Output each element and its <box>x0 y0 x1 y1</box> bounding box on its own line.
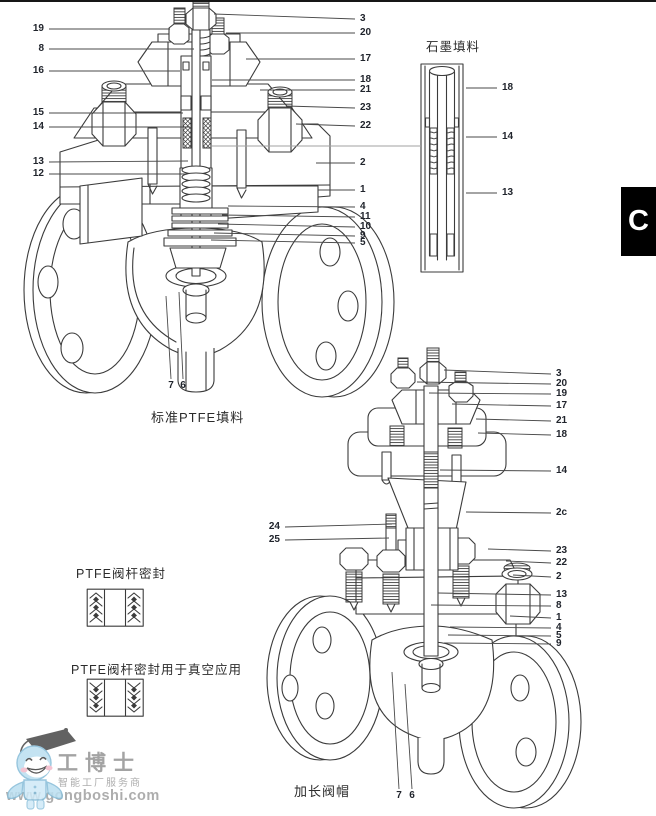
callout-bottom-valve-bottom-6: 6 <box>409 790 415 801</box>
callout-bottom-valve-left-25: 25 <box>268 534 280 545</box>
graphite-column <box>420 63 464 273</box>
callout-bottom-valve-right-20: 20 <box>556 378 568 389</box>
callout-top-valve-right-21: 21 <box>360 84 372 95</box>
callout-top-valve-right-3: 3 <box>360 13 366 24</box>
callout-graphite-inset-13: 13 <box>502 187 514 198</box>
callout-bottom-valve-right-13: 13 <box>556 589 568 600</box>
bottom-valve-left-flange <box>266 595 384 761</box>
callout-bottom-valve-right-2: 2 <box>556 571 562 582</box>
section-tab[interactable]: C <box>621 187 656 256</box>
callout-bottom-valve-bottom-7: 7 <box>396 790 402 801</box>
callout-graphite-inset-18: 18 <box>502 82 514 93</box>
callout-top-valve-left-16: 16 <box>32 65 44 76</box>
page-top-border <box>0 0 656 2</box>
callout-top-valve-left-14: 14 <box>32 121 44 132</box>
callout-bottom-valve-right-8: 8 <box>556 600 562 611</box>
watermark-brand: 工博士 <box>57 750 141 775</box>
top-valve-drawing <box>23 1 395 398</box>
bottom-valve-stem <box>423 385 439 657</box>
callout-top-valve-right-9: 9 <box>360 230 366 241</box>
callout-bottom-valve-right-3: 3 <box>556 368 562 379</box>
callout-bottom-valve-right-9: 9 <box>556 638 562 649</box>
callout-top-valve-left-13: 13 <box>32 156 44 167</box>
callout-graphite-inset-14: 14 <box>502 131 514 142</box>
bottom-valve-drawing <box>266 347 582 809</box>
callout-bottom-valve-right-22: 22 <box>556 557 568 568</box>
callout-top-valve-left-15: 15 <box>32 107 44 118</box>
caption-extended-bonnet: 加长阀帽 <box>294 784 351 799</box>
callout-top-valve-bottom-6: 6 <box>180 380 186 391</box>
callout-top-valve-right-17: 17 <box>360 53 372 64</box>
callout-bottom-valve-right-1: 1 <box>556 612 562 623</box>
callout-top-valve-right-10: 10 <box>360 221 372 232</box>
callout-bottom-valve-right-21: 21 <box>556 415 568 426</box>
callout-top-valve-right-1: 1 <box>360 184 366 195</box>
callout-bottom-valve-right-18: 18 <box>556 429 568 440</box>
ptfe-seal-vacuum-icon <box>86 678 144 717</box>
callout-top-valve-right-11: 11 <box>360 211 371 222</box>
callout-top-valve-left-19: 19 <box>32 23 44 34</box>
callout-top-valve-bottom-7: 7 <box>168 380 174 391</box>
top-valve-right-flange <box>261 206 395 398</box>
watermark-tagline: 智能工厂服务商 <box>58 778 142 789</box>
callout-top-valve-right-4: 4 <box>360 201 366 212</box>
callout-bottom-valve-right-19: 19 <box>556 388 568 399</box>
callout-top-valve-left-8: 8 <box>38 43 44 54</box>
callout-bottom-valve-right-5: 5 <box>556 630 562 641</box>
graphite-packing-drawing <box>420 63 464 273</box>
bottom-valve-body <box>369 625 495 775</box>
callout-top-valve-right-2: 2 <box>360 157 366 168</box>
top-valve-top-studs <box>168 1 230 59</box>
section-tab-label: C <box>628 205 649 237</box>
callout-bottom-valve-right-14: 14 <box>556 465 568 476</box>
callout-top-valve-right-22: 22 <box>360 120 372 131</box>
callout-top-valve-right-20: 20 <box>360 27 372 38</box>
callout-top-valve-left-12: 12 <box>32 168 44 179</box>
callout-bottom-valve-right-2c: 2c <box>556 507 568 518</box>
bottom-valve-top-studs <box>390 347 474 403</box>
mascot-icon <box>7 728 76 810</box>
chevrons-up <box>89 592 141 623</box>
callout-bottom-valve-right-4: 4 <box>556 622 562 633</box>
callout-top-valve-right-5: 5 <box>360 237 366 248</box>
callout-top-valve-right-18: 18 <box>360 74 372 85</box>
caption-ptfe-stem-seal-vacuum: PTFE阀杆密封用于真空应用 <box>71 663 242 677</box>
top-valve-packing <box>163 29 237 277</box>
callout-bottom-valve-right-17: 17 <box>556 400 568 411</box>
ptfe-seal-icon <box>86 588 144 627</box>
bottom-valve-flange-studs <box>339 513 541 625</box>
caption-ptfe-stem-seal: PTFE阀杆密封 <box>76 567 166 581</box>
caption-graphite-packing: 石墨填料 <box>426 40 481 54</box>
callout-bottom-valve-left-24: 24 <box>268 521 280 532</box>
caption-standard-ptfe: 标准PTFE填料 <box>151 410 245 425</box>
top-valve-bonnet-nuts <box>91 80 303 153</box>
callout-bottom-valve-right-23: 23 <box>556 545 568 556</box>
watermark-logo: ® <box>0 722 220 816</box>
chevrons-down <box>89 682 141 713</box>
callout-top-valve-right-23: 23 <box>360 102 372 113</box>
